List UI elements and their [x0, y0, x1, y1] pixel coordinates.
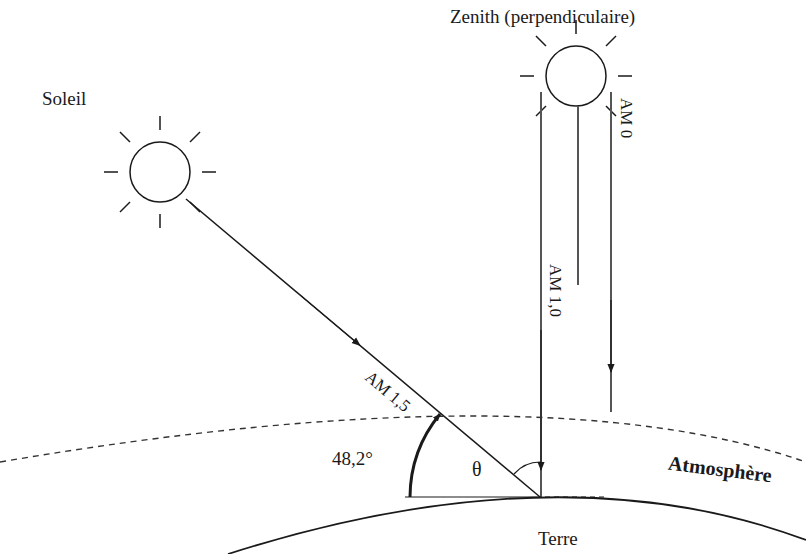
- angle-arc: [410, 414, 440, 497]
- air-mass-label: AM 1,5: [360, 366, 416, 417]
- sun-ray: [541, 92, 611, 497]
- sun-symbol: [104, 116, 216, 228]
- sun-symbol: [520, 20, 632, 116]
- zenith-label: Zenith (perpendiculaire): [448, 6, 637, 27]
- horizon-line: [405, 496, 541, 497]
- ray-arrow: [610, 300, 611, 372]
- region-label: Atmosphère: [665, 451, 775, 486]
- angle-arc: [514, 462, 541, 474]
- earth-surface: [228, 497, 806, 554]
- air-mass-label: AM 0: [617, 96, 636, 140]
- ray-arrow: [300, 295, 360, 346]
- horizon-line: [545, 496, 606, 497]
- ray-arrow: [540, 330, 541, 470]
- sun-ray: [186, 199, 540, 497]
- angle-value: 48,2°: [330, 448, 375, 469]
- air-mass-label: AM 1,0: [546, 262, 565, 319]
- angle-symbol: θ: [470, 458, 484, 480]
- sun-label: Soleil: [40, 88, 88, 109]
- region-label: Terre: [536, 528, 580, 549]
